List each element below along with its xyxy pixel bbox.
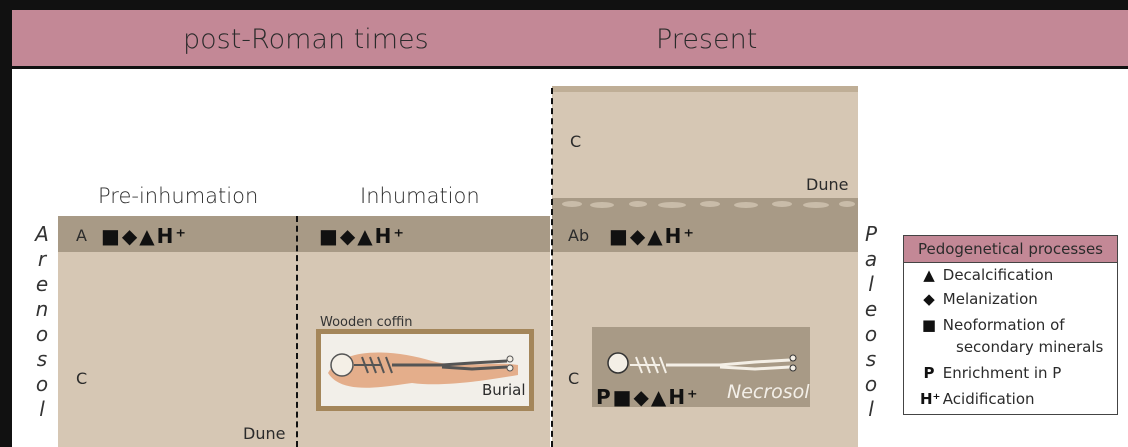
present-c-top-label: C [570, 132, 581, 151]
p-letter-icon: P [920, 364, 938, 382]
legend-item-neoformation: ■ Neoformation of [920, 316, 1065, 334]
present-dune-label: Dune [806, 175, 848, 194]
horizon-ab-label: Ab [568, 226, 589, 245]
frame-top-border [0, 0, 1128, 10]
timeline-header [12, 10, 1128, 69]
divider-pre-inhumation [296, 216, 298, 447]
legend-item-enrichment-p: P Enrichment in P [920, 364, 1061, 382]
present-ab-process-symbols: ■◆▲H⁺ [609, 224, 696, 248]
legend-item-acidification: H⁺ Acidification [920, 390, 1035, 408]
legend-item-neoformation-line2: secondary minerals [956, 338, 1103, 356]
necrosol-process-symbols: P■◆▲H⁺ [596, 385, 700, 409]
pre-inhumation-process-symbols: ■◆▲H⁺ [101, 224, 188, 248]
diamond-icon: ◆ [920, 290, 938, 308]
title-inhumation: Inhumation [360, 184, 480, 208]
legend-title: Pedogenetical processes [904, 236, 1117, 263]
horizon-a-label: A [76, 226, 87, 245]
burial-label: Burial [482, 381, 526, 399]
divider-present [551, 88, 553, 447]
header-present: Present [656, 24, 757, 55]
dune-label-left: Dune [243, 424, 285, 443]
frame-left-border [0, 0, 12, 447]
wooden-coffin-label: Wooden coffin [320, 315, 413, 330]
stone-line [552, 196, 858, 214]
legend-item-melanization: ◆ Melanization [920, 290, 1038, 308]
necrosol-label: Necrosol [727, 381, 810, 403]
triangle-icon: ▲ [920, 266, 938, 284]
horizon-c-label-left: C [76, 369, 87, 388]
title-pre-inhumation: Pre-inhumation [98, 184, 258, 208]
legend-box: Pedogenetical processes ▲ Decalcificatio… [903, 235, 1118, 415]
skeleton-in-necrosol [600, 345, 800, 385]
inhumation-process-symbols: ■◆▲H⁺ [319, 224, 406, 248]
header-post-roman: post-Roman times [183, 24, 429, 55]
h-plus-icon: H⁺ [920, 390, 938, 408]
present-c-lower-label: C [568, 369, 579, 388]
square-icon: ■ [920, 316, 938, 334]
legend-item-decalcification: ▲ Decalcification [920, 266, 1053, 284]
